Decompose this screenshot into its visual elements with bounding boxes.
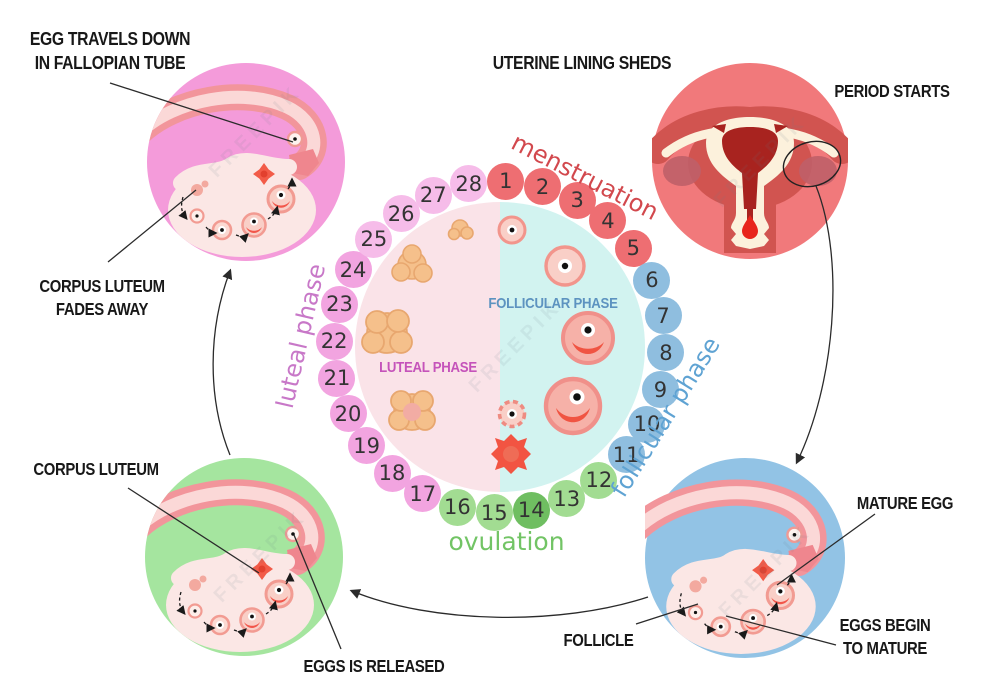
period-starts-heading: PERIOD STARTS: [834, 81, 950, 101]
cycle-day-11: 11: [607, 436, 645, 474]
mature-egg-heading: MATURE EGG: [856, 493, 954, 513]
cycle-day-28: 28: [450, 165, 488, 203]
cycle-day-7: 7: [644, 297, 682, 335]
eggs-begin-line2: TO MATURE: [843, 638, 927, 659]
mature-follicle-art: [543, 376, 603, 436]
cycle-day-21: 21: [318, 359, 356, 397]
cycle-day-9: 9: [641, 371, 679, 409]
cycle-day-15: 15: [475, 494, 513, 532]
cycle-day-16: 16: [438, 488, 476, 526]
eggs-is-released-heading: EGGS IS RELEASED: [303, 656, 445, 676]
cycle-day-8: 8: [647, 334, 685, 372]
cycle-day-1: 1: [487, 162, 525, 200]
corpus-luteum-small-art: [447, 219, 474, 241]
corpus-luteum-heading: CORPUS LUTEUM: [33, 459, 159, 479]
cycle-day-20: 20: [329, 395, 367, 433]
maturing-follicle-art: [561, 311, 615, 365]
eggs-begin-to-mature-heading: EGGS BEGIN TO MATURE: [821, 614, 949, 660]
luteal-phase-center-label: LUTEAL PHASE: [379, 359, 477, 376]
cycle-day-23: 23: [321, 285, 359, 323]
corpus-luteum-medium-art: [391, 244, 433, 283]
egg-travels-line1: EGG TRAVELS DOWN: [29, 28, 191, 49]
cycle-day-14: 14: [512, 491, 550, 529]
follicle-heading: FOLLICLE: [563, 630, 634, 650]
cycle-day-6: 6: [633, 261, 671, 299]
corpus-fades-line2: FADES AWAY: [55, 299, 149, 320]
egg-travels-heading: EGG TRAVELS DOWN IN FALLOPIAN TUBE: [29, 27, 191, 76]
cycle-day-10: 10: [628, 405, 666, 443]
ovulation-release-art: [491, 434, 531, 474]
ovulation-phase-label: ovulation: [448, 527, 565, 556]
wheel-follicle-stages-art: [361, 215, 615, 474]
egg-travels-line2: IN FALLOPIAN TUBE: [34, 52, 186, 74]
cycle-day-12: 12: [580, 461, 618, 499]
corpus-luteum-large-art: [361, 309, 413, 354]
corpus-luteum-fading-art: [388, 390, 436, 431]
cycle-day-17: 17: [404, 475, 442, 513]
corpus-fades-line1: CORPUS LUTEUM: [39, 276, 165, 296]
cycle-day-24: 24: [334, 251, 372, 289]
growing-follicle-art: [544, 245, 586, 287]
pre-ovulation-follicle-art: [497, 399, 527, 429]
cycle-day-5: 5: [614, 229, 652, 267]
cycle-day-22: 22: [315, 322, 353, 360]
cycle-day-18: 18: [373, 454, 411, 492]
cycle-day-2: 2: [524, 168, 562, 206]
eggs-begin-line1: EGGS BEGIN: [839, 615, 931, 635]
cycle-day-19: 19: [348, 427, 386, 465]
cycle-day-26: 26: [382, 195, 420, 233]
cycle-day-13: 13: [548, 480, 586, 518]
uterine-lining-sheds-heading: UTERINE LINING SHEDS: [492, 52, 672, 73]
small-follicle-art: [497, 215, 527, 245]
cycle-day-4: 4: [589, 202, 627, 240]
cycle-day-25: 25: [355, 220, 393, 258]
follicular-phase-center-label: FOLLICULAR PHASE: [488, 295, 618, 312]
cycle-day-27: 27: [414, 176, 452, 214]
corpus-luteum-fades-heading: CORPUS LUTEUM FADES AWAY: [31, 275, 174, 321]
